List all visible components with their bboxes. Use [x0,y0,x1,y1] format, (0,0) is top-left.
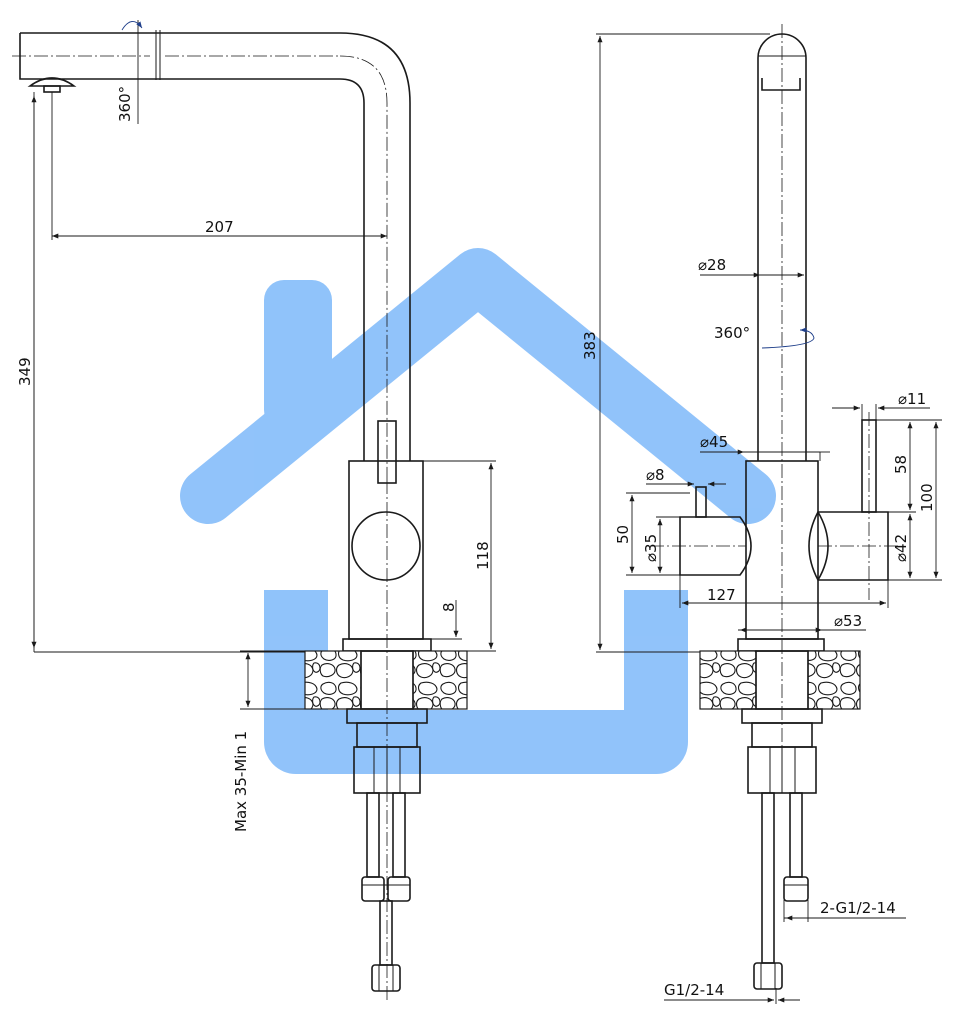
side-countertop-right [412,650,468,710]
dim-spout-dia-label: ⌀28 [698,256,726,274]
dim-spout-dia: ⌀28 [698,256,804,278]
dim-outlet-height: 50 [614,492,690,576]
dim-lever-body-dia-label: ⌀42 [892,534,910,562]
dim-rotation-front: 360° [714,324,815,349]
dim-base-dia: ⌀53 [738,612,866,633]
dim-total-height-label: 383 [581,331,599,360]
front-countertop-left [699,650,757,710]
dim-body-dia-label: ⌀45 [700,433,728,451]
dim-hose-thread-2-label: G1/2-14 [664,981,724,999]
dim-handle-height-label: 100 [918,483,936,512]
dim-hose-thread-2: G1/2-14 [664,981,800,1004]
dim-lever-body-dia: ⌀42 [892,514,913,578]
watermark-walls [264,590,688,774]
side-spout-outline [19,32,411,461]
dim-lever-height: 58 [876,419,916,513]
dim-outlet-dia-label: ⌀8 [646,466,665,484]
dim-width-label: 127 [707,586,736,604]
side-body [348,460,424,640]
dim-outlet-height-label: 50 [614,525,632,544]
dim-base-gap: 8 [431,600,462,640]
dim-deck-thickness: Max 35-Min 1 [232,650,305,832]
dim-height: 349 [16,92,305,653]
dim-handle-height: 100 [888,419,942,581]
front-countertop-right [807,650,861,710]
dim-rotation-label: 360° [116,86,134,122]
dim-body-height: 118 [423,460,496,652]
dim-total-height: 383 [581,33,770,653]
front-view: 383 ⌀28 360° ⌀11 ⌀45 ⌀ [581,24,942,1004]
dim-hose-thread-1: 2-G1/2-14 [783,899,906,922]
dim-rotation-front-label: 360° [714,324,750,342]
dim-width: 127 [679,575,889,608]
dim-lever-height-label: 58 [892,455,910,474]
front-lever-body [808,511,889,581]
dim-base-gap-label: 8 [440,602,458,612]
dim-hose-thread-1-label: 2-G1/2-14 [820,899,896,917]
dim-outlet-body-dia-label: ⌀35 [642,534,660,562]
dim-height-label: 349 [16,357,34,386]
dim-body-height-label: 118 [474,541,492,570]
side-view: 360° 207 349 118 8 Max 35-Min [12,20,496,1000]
side-countertop-left [304,650,362,710]
front-hoses [753,792,809,990]
dim-body-dia: ⌀45 [700,433,830,461]
side-aerator [27,77,77,87]
watermark-chimney [264,280,332,430]
dim-outlet-dia: ⌀8 [646,466,726,487]
front-base-plate [737,638,825,652]
side-hoses [361,792,411,992]
side-cartridge-circle [351,511,421,581]
dim-outlet-body-dia: ⌀35 [642,516,680,573]
dim-deck-thickness-label: Max 35-Min 1 [232,731,250,832]
dim-rotation-spout: 360° [116,20,143,124]
dim-handle-dia: ⌀11 [832,390,930,420]
dim-reach-label: 207 [205,218,234,236]
dim-base-dia-label: ⌀53 [834,612,862,630]
dim-handle-dia-label: ⌀11 [898,390,926,408]
watermark-house-logo [180,248,776,774]
front-left-outlet [679,516,752,576]
dim-reach: 207 [51,92,387,240]
